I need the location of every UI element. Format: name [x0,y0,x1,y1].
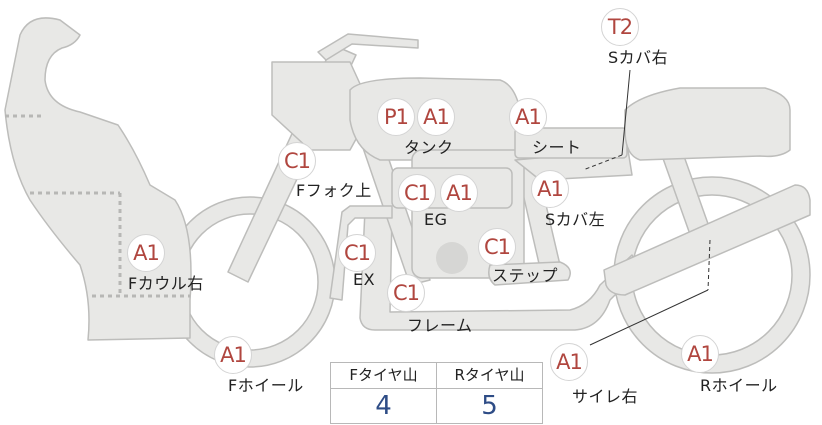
tread-header-front: Fタイヤ山 [331,363,436,389]
grade-badge-t2-side-cover-right: T2 [601,8,639,46]
grade-badge-c1-exhaust: C1 [338,234,376,272]
label-frame: フレーム [407,316,473,335]
label-side-cover-left: Sカバ左 [545,210,606,229]
grade-badge-a1-rear-wheel: A1 [681,335,719,373]
label-engine: EG [424,210,448,229]
label-tank: タンク [404,138,454,157]
grade-badge-a1-side-cover-left: A1 [531,170,569,208]
tread-col-rear: Rタイヤ山 5 [437,363,542,423]
tread-header-rear: Rタイヤ山 [437,363,542,389]
grade-badge-a1-front-wheel: A1 [214,336,252,374]
label-cowl-right: Fカウル右 [128,274,204,293]
grade-badge-p1-tank: P1 [377,98,415,136]
tread-value-rear: 5 [481,391,498,421]
grade-badge-c1-step: C1 [478,228,516,266]
label-rear-wheel: Rホイール [700,376,778,395]
tread-divider [436,363,437,423]
tread-col-front: Fタイヤ山 4 [331,363,436,423]
grade-badge-a1-engine: A1 [440,174,478,212]
step-shape [488,261,571,286]
grade-badge-c1-frame: C1 [387,274,425,312]
grade-badge-c1-engine: C1 [398,174,436,212]
label-fork-upper: Fフォク上 [296,181,372,200]
label-seat: シート [532,138,582,157]
exhaust-shape [329,205,393,301]
grade-badge-a1-silencer: A1 [550,343,588,381]
tire-tread-table: Fタイヤ山 4 Rタイヤ山 5 [330,362,543,424]
label-silencer-right: サイレ右 [572,387,639,406]
grade-badge-a1-seat: A1 [509,98,547,136]
label-side-cover-right: Sカバ右 [608,48,669,67]
grade-badge-a1-cowl: A1 [127,234,165,272]
label-front-wheel: Fホイール [228,376,304,395]
silencer-shape [603,184,811,296]
grade-badge-a1-tank: A1 [417,98,455,136]
grade-badge-c1-fork: C1 [278,142,316,180]
label-exhaust: EX [353,270,376,289]
tread-value-front: 4 [375,391,392,421]
label-step: ステップ [492,266,559,285]
